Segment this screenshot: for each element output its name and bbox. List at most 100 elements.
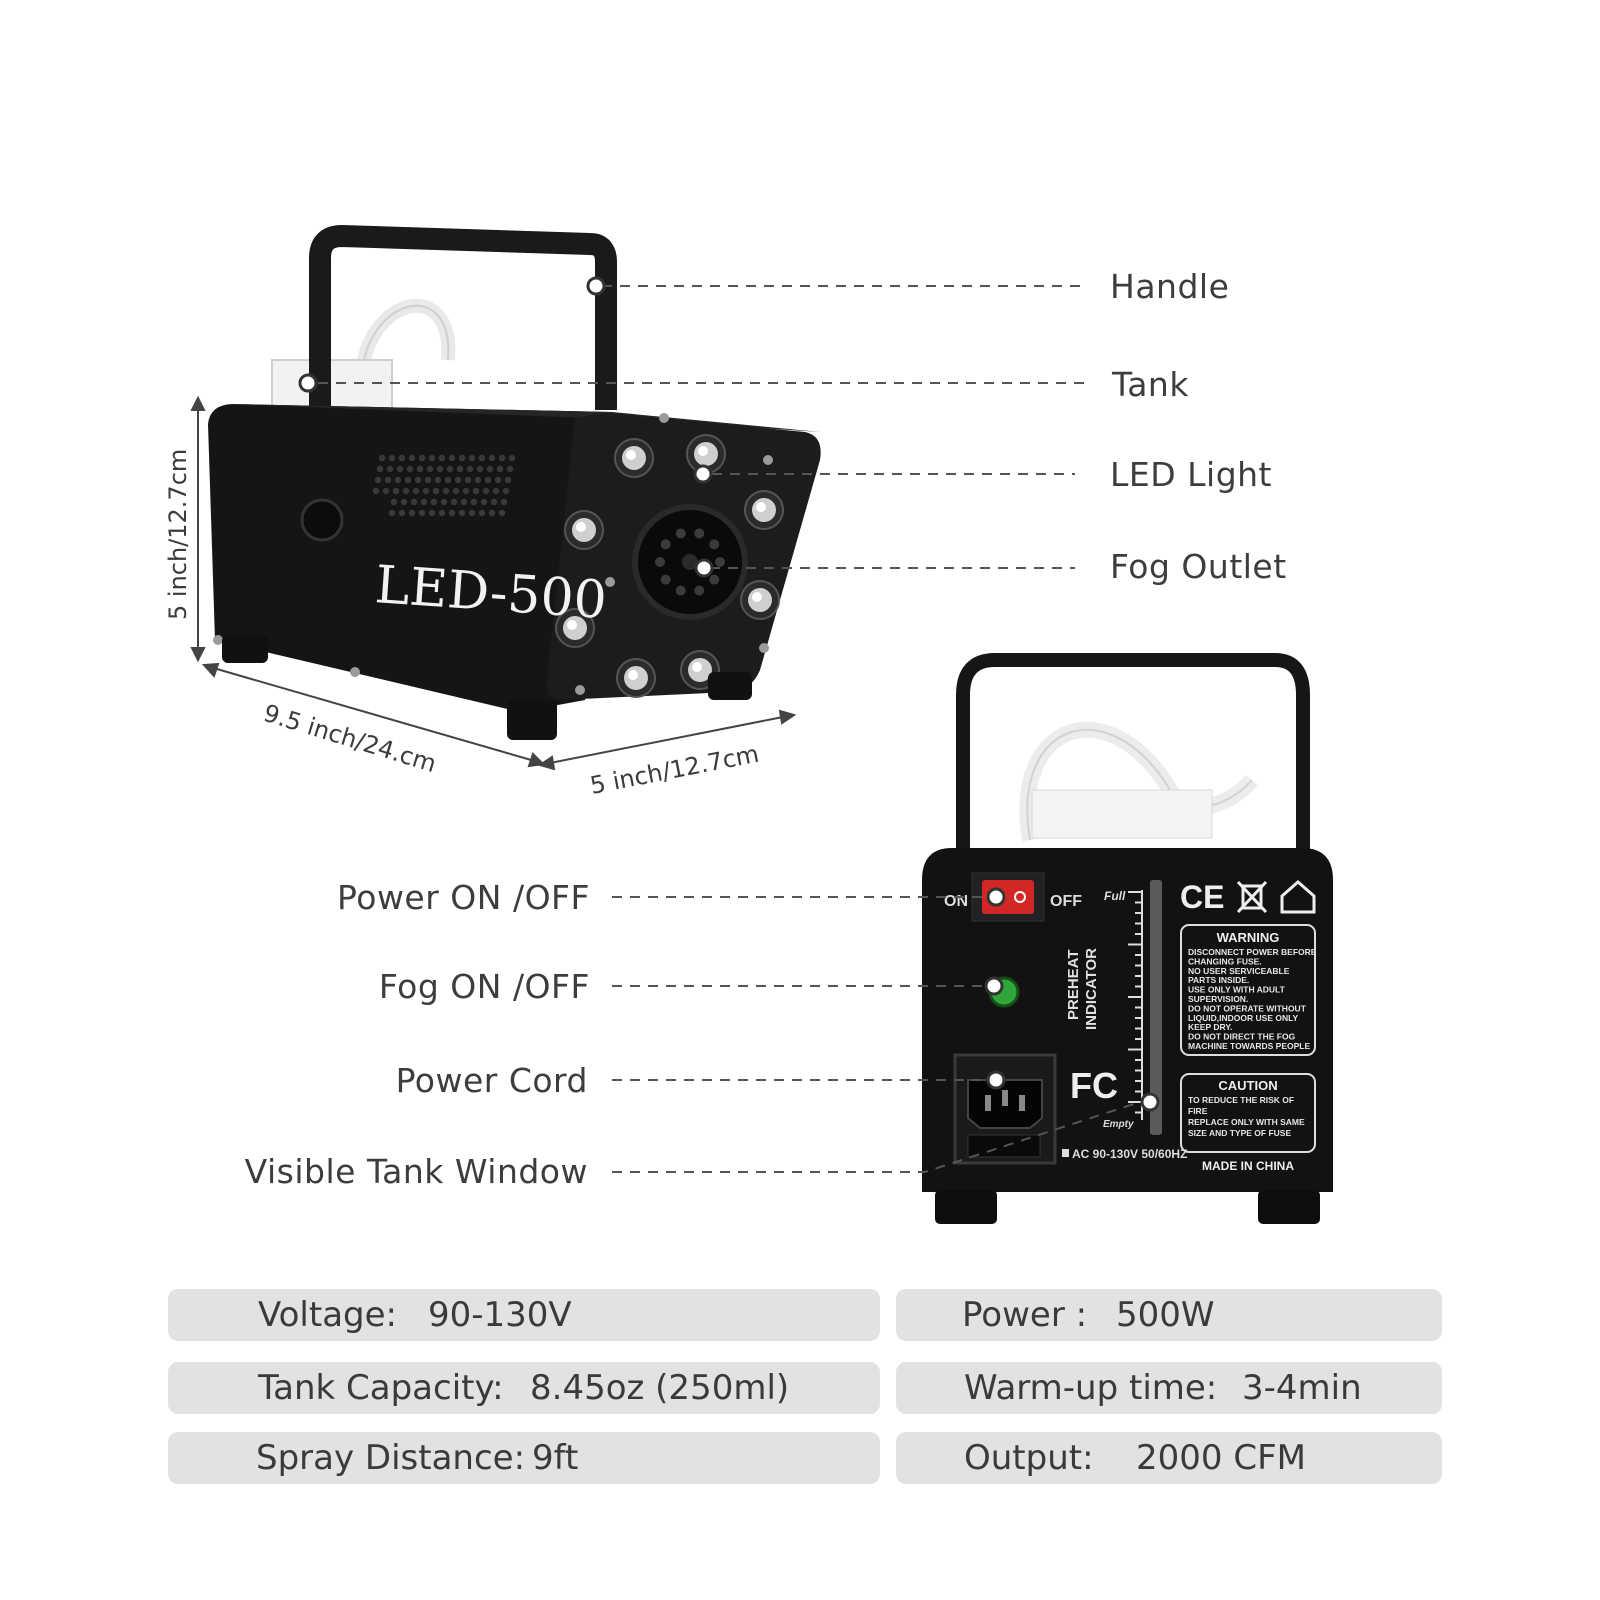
outlet-hole bbox=[694, 585, 705, 596]
vent-hole bbox=[478, 454, 486, 462]
screw bbox=[213, 635, 223, 645]
warning-line: LIQUID,INDOOR USE ONLY bbox=[1188, 1013, 1299, 1023]
vent-hole bbox=[462, 487, 470, 495]
spec-warmup-label: Warm-up time: bbox=[964, 1368, 1218, 1408]
vent-hole bbox=[404, 476, 412, 484]
power-switch-marker bbox=[986, 887, 1006, 907]
warning-box bbox=[1180, 924, 1316, 1056]
vent-hole bbox=[472, 487, 480, 495]
warning-line: MACHINE TOWARDS PEOPLE bbox=[1188, 1041, 1310, 1051]
ce-mark: CE bbox=[1180, 879, 1224, 915]
led-light bbox=[740, 580, 780, 620]
warning-line: KEEP DRY. bbox=[1188, 1022, 1232, 1032]
led-light bbox=[555, 608, 595, 648]
spec-voltage-label: Voltage: bbox=[258, 1295, 397, 1335]
vent-hole bbox=[480, 498, 488, 506]
foot bbox=[708, 672, 752, 700]
vent-hole bbox=[488, 454, 496, 462]
outlet-marker bbox=[694, 558, 714, 578]
foot bbox=[507, 700, 557, 740]
tank-window-leader bbox=[612, 1101, 1141, 1173]
outlet-center bbox=[682, 554, 698, 570]
fc-mark: FC bbox=[1070, 1065, 1118, 1106]
vent-hole bbox=[402, 487, 410, 495]
on-label: ON bbox=[944, 893, 968, 910]
outlet-hole bbox=[709, 539, 720, 550]
vent-hole bbox=[390, 498, 398, 506]
vent-hole bbox=[412, 487, 420, 495]
caution-title: CAUTION bbox=[1218, 1078, 1277, 1093]
vent-hole bbox=[478, 509, 486, 517]
fog-switch-callout: Fog ON /OFF bbox=[378, 967, 590, 1006]
screw bbox=[350, 667, 360, 677]
warning-line: USE ONLY WITH ADULT bbox=[1188, 985, 1286, 995]
fog-switch-marker bbox=[984, 976, 1004, 996]
spec-output-label: Output: bbox=[964, 1438, 1094, 1478]
vent-hole bbox=[506, 465, 514, 473]
vent-hole bbox=[400, 498, 408, 506]
warning-line: SUPERVISION. bbox=[1188, 994, 1248, 1004]
vent-hole bbox=[444, 476, 452, 484]
spec-spray-label: Spray Distance: bbox=[256, 1438, 526, 1478]
vent-hole bbox=[418, 509, 426, 517]
spec-warmup: Warm-up time: 3-4min bbox=[896, 1362, 1442, 1414]
caution-line: SIZE AND TYPE OF FUSE bbox=[1188, 1128, 1291, 1138]
led-light bbox=[686, 434, 726, 474]
vent-hole bbox=[482, 487, 490, 495]
vent-hole bbox=[416, 465, 424, 473]
vent-hole bbox=[392, 487, 400, 495]
caution-line: REPLACE ONLY WITH SAME bbox=[1188, 1117, 1305, 1127]
vent-hole bbox=[384, 476, 392, 484]
screw bbox=[575, 685, 585, 695]
back-tank bbox=[1031, 789, 1213, 839]
caution-line: FIRE bbox=[1188, 1106, 1208, 1116]
preheat-label-2: INDICATOR bbox=[1083, 948, 1100, 1030]
vent-hole bbox=[424, 476, 432, 484]
vent-hole bbox=[438, 509, 446, 517]
vent-hole bbox=[470, 498, 478, 506]
vent-hole bbox=[468, 509, 476, 517]
vent-hole bbox=[372, 487, 380, 495]
vent-hole bbox=[466, 465, 474, 473]
vent-hole bbox=[474, 476, 482, 484]
led-marker bbox=[693, 464, 713, 484]
vent-hole bbox=[492, 487, 500, 495]
vent-hole bbox=[484, 476, 492, 484]
vent-hole bbox=[456, 465, 464, 473]
outlet-hole bbox=[694, 528, 705, 539]
spec-power: Power : 500W bbox=[896, 1289, 1442, 1341]
full-label: Full bbox=[1104, 889, 1126, 903]
vent-hole bbox=[426, 465, 434, 473]
warning-line: DO NOT OPERATE WITHOUT bbox=[1188, 1003, 1307, 1013]
empty-label: Empty bbox=[1103, 1119, 1134, 1130]
warning-line: DO NOT DIRECT THE FOG bbox=[1188, 1032, 1296, 1042]
power-switch-callout: Power ON /OFF bbox=[337, 878, 590, 917]
vent-hole bbox=[496, 465, 504, 473]
spec-output: Output: 2000 CFM bbox=[896, 1432, 1442, 1484]
outlet-hole bbox=[715, 557, 725, 567]
warning-line: DISCONNECT POWER BEFORE bbox=[1188, 947, 1317, 957]
vent-hole bbox=[446, 465, 454, 473]
vent-hole bbox=[486, 465, 494, 473]
spec-tank-capacity-label: Tank Capacity: bbox=[258, 1368, 504, 1408]
spec-output-value: 2000 CFM bbox=[1136, 1438, 1306, 1478]
vent-hole bbox=[458, 454, 466, 462]
vent-hole bbox=[414, 476, 422, 484]
vent-hole bbox=[428, 454, 436, 462]
screw bbox=[759, 643, 769, 653]
vent-hole bbox=[428, 509, 436, 517]
vent-hole bbox=[432, 487, 440, 495]
vent-hole bbox=[490, 498, 498, 506]
vent-hole bbox=[394, 476, 402, 484]
spec-voltage-value: 90-130V bbox=[428, 1295, 572, 1335]
spec-voltage: Voltage: 90-130V bbox=[168, 1289, 880, 1341]
warning-line: NO USER SERVICEABLE bbox=[1188, 966, 1290, 976]
spec-warmup-value: 3-4min bbox=[1242, 1368, 1362, 1408]
handle-knob bbox=[300, 498, 344, 542]
tank-window-marker bbox=[1140, 1092, 1160, 1112]
weee-icon bbox=[1236, 880, 1268, 914]
tank-window bbox=[1150, 880, 1162, 1135]
indoor-use-icon bbox=[1280, 880, 1316, 914]
vent-hole bbox=[406, 465, 414, 473]
handle bbox=[309, 224, 617, 560]
